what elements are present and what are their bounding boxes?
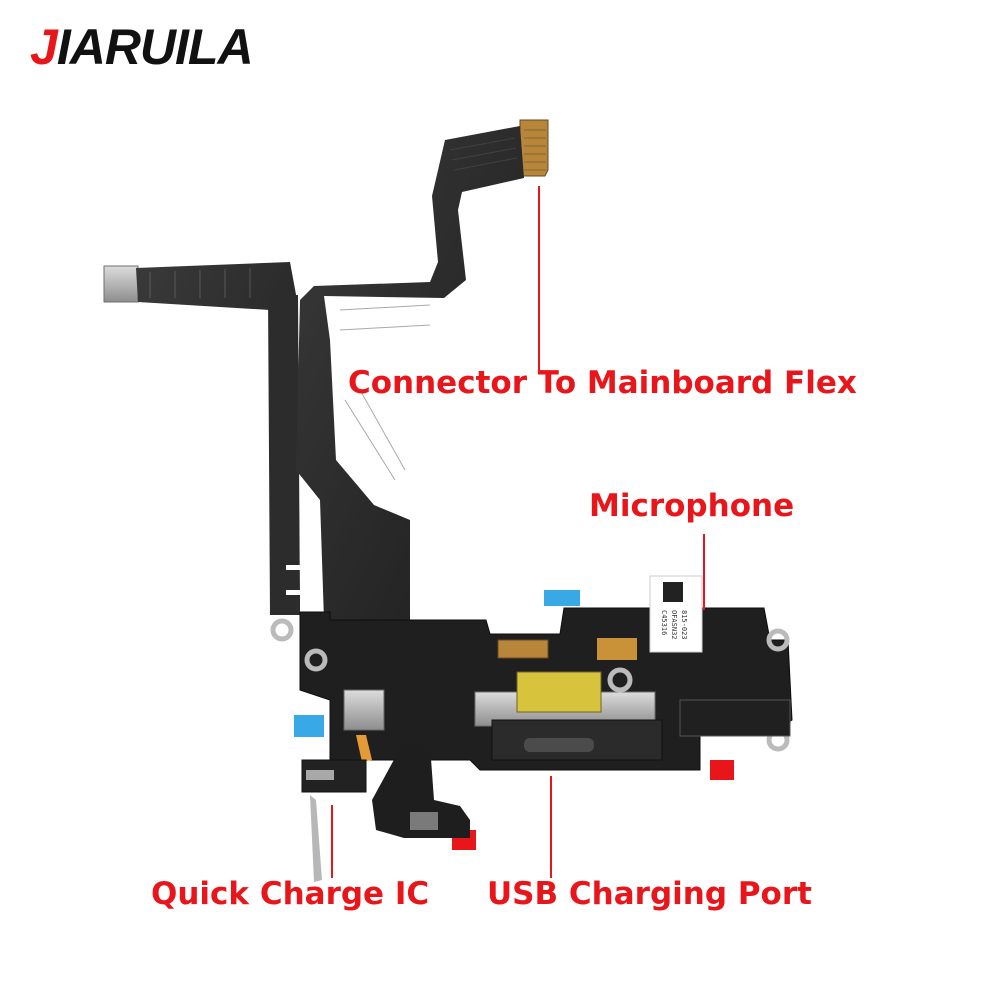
- main-board: [270, 607, 793, 771]
- blue-pad-top: [544, 590, 580, 606]
- label-usb-charging-port: USB Charging Port: [487, 876, 812, 912]
- mainboard-connector-flex: [296, 119, 549, 620]
- blue-pad-left: [294, 715, 324, 737]
- left-flex-ribbon: [103, 262, 302, 615]
- microphone-sub-flex: [372, 745, 470, 838]
- label-microphone: Microphone: [589, 488, 795, 524]
- brand-lead-letter: J: [30, 19, 58, 75]
- sticker-line-1: C45316: [660, 610, 668, 635]
- label-quick-charge-ic: Quick Charge IC: [151, 876, 430, 912]
- sticker-line-3: 815-023: [680, 610, 688, 640]
- sticker-line-2: OFASN32: [670, 610, 678, 640]
- quick-charge-ic-flex: [301, 689, 385, 882]
- label-connector-to-mainboard-flex: Connector To Mainboard Flex: [348, 365, 857, 401]
- serial-sticker: C45316 OFASN32 815-023: [649, 575, 703, 653]
- brand-logo: JIARUILA: [30, 19, 254, 75]
- red-pad-right: [710, 760, 734, 780]
- brand-name-rest: IARUILA: [56, 19, 254, 75]
